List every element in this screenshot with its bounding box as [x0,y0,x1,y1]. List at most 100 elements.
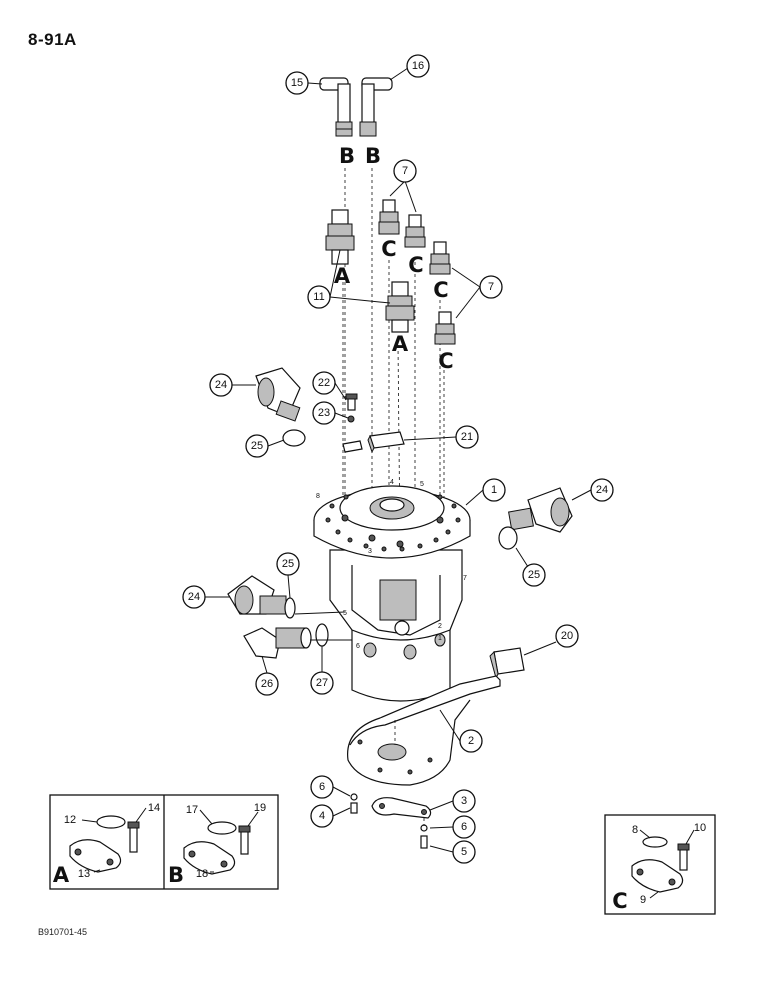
svg-text:26: 26 [261,678,273,690]
elbow-fitting-24-lower-left [227,575,287,615]
port-letter-a2: A [392,332,409,356]
svg-text:9: 9 [640,894,646,906]
svg-text:5: 5 [461,846,467,858]
elbow-fitting-16 [359,77,393,137]
bolt-4 [350,802,358,814]
port-letter-c4: C [438,349,453,373]
svg-text:13: 13 [78,868,90,880]
callout-3: 3 [452,789,476,813]
port-letter-b1: B [339,144,355,168]
svg-text:16: 16 [412,60,424,72]
swivel-body [313,485,471,702]
o-ring-25-right [498,526,518,550]
port-number-2: 2 [438,623,442,630]
svg-text:6: 6 [461,821,467,833]
figure-code: B910701-45 [38,927,88,937]
inset-box-c [604,814,716,915]
elbow-fitting-26 [243,627,312,659]
svg-text:14: 14 [148,802,160,814]
svg-text:2: 2 [468,735,474,747]
inset-b-o-ring [207,821,237,835]
svg-text:1: 1 [491,484,497,496]
svg-text:3: 3 [461,795,467,807]
bolt-22 [345,393,358,411]
svg-text:15: 15 [291,77,303,89]
adapter-fitting-7-2 [404,214,426,248]
callout-25-lower: 25 [276,552,300,576]
inset-c-o-ring [642,836,668,848]
callout-10: 10 [694,822,706,834]
callout-7-top: 7 [393,159,417,183]
svg-text:11: 11 [313,291,324,303]
adapter-fitting-7-1 [378,199,400,235]
adapter-fitting-11-right [385,281,415,333]
port-letter-c3: C [433,278,448,302]
washer-23 [347,415,355,423]
callout-26: 26 [255,672,279,696]
o-ring-25-upper [282,429,306,447]
callout-15: 15 [285,71,309,95]
port-number-7: 7 [463,575,467,582]
svg-text:25: 25 [282,558,294,570]
callout-12: 12 [64,814,76,826]
bolt-5 [420,835,428,849]
svg-text:24: 24 [215,379,227,391]
inset-b-letter: B [168,863,184,887]
svg-text:12: 12 [64,814,76,826]
callout-21: 21 [455,425,479,449]
callout-11: 11 [307,285,331,309]
elbow-fitting-24-upper-left [255,367,301,422]
callout-24-right: 24 [590,478,614,502]
callout-14: 14 [148,802,160,814]
port-letter-c1: C [381,237,396,261]
callout-16: 16 [406,54,430,78]
callout-13: 13 [78,868,90,880]
callout-8: 8 [632,824,638,836]
callout-9: 9 [640,894,646,906]
inset-c-letter: C [612,889,627,913]
svg-text:7: 7 [488,281,494,293]
inset-b: B 17 19 18 [168,802,266,887]
callout-25-right: 25 [522,563,546,587]
port-number-4: 4 [390,479,394,486]
svg-text:22: 22 [318,377,330,389]
flange-holes [325,494,461,552]
callout-17: 17 [186,804,198,816]
adapter-fitting-11-left [325,209,355,265]
block-21 [367,431,405,454]
page-number: 8-91A [28,30,77,49]
callout-24-lower: 24 [182,585,206,609]
elbow-fitting-15 [319,77,353,137]
inset-a-letter: A [53,863,70,887]
link-3 [371,797,432,819]
callout-22: 22 [312,371,336,395]
svg-text:21: 21 [461,431,473,443]
o-ring-25-lower [284,597,296,619]
callout-6-upper: 6 [310,775,334,799]
callout-24-upper: 24 [209,373,233,397]
adapter-fitting-7-3 [429,241,451,275]
svg-text:18: 18 [196,868,208,880]
port-number-5: 5 [420,481,424,488]
plate-21-small [342,440,363,453]
svg-text:25: 25 [251,440,263,452]
callout-18: 18 [196,868,208,880]
port-number-8: 8 [316,493,320,500]
port-number-5b: 5 [343,610,347,617]
svg-text:4: 4 [319,810,325,822]
inset-a-bolt [129,825,138,853]
callout-6-lower: 6 [452,815,476,839]
svg-text:24: 24 [596,484,608,496]
inset-a: A 12 14 13 [53,802,160,887]
inset-b-bolt [240,829,249,855]
block-20 [489,647,525,680]
washer-6-upper [350,793,358,801]
svg-text:24: 24 [188,591,200,603]
svg-text:25: 25 [528,569,540,581]
inset-a-o-ring [96,815,126,829]
callout-27: 27 [310,671,334,695]
port-letter-c2: C [408,253,423,277]
svg-text:20: 20 [561,630,573,642]
port-number-6: 6 [356,643,360,650]
